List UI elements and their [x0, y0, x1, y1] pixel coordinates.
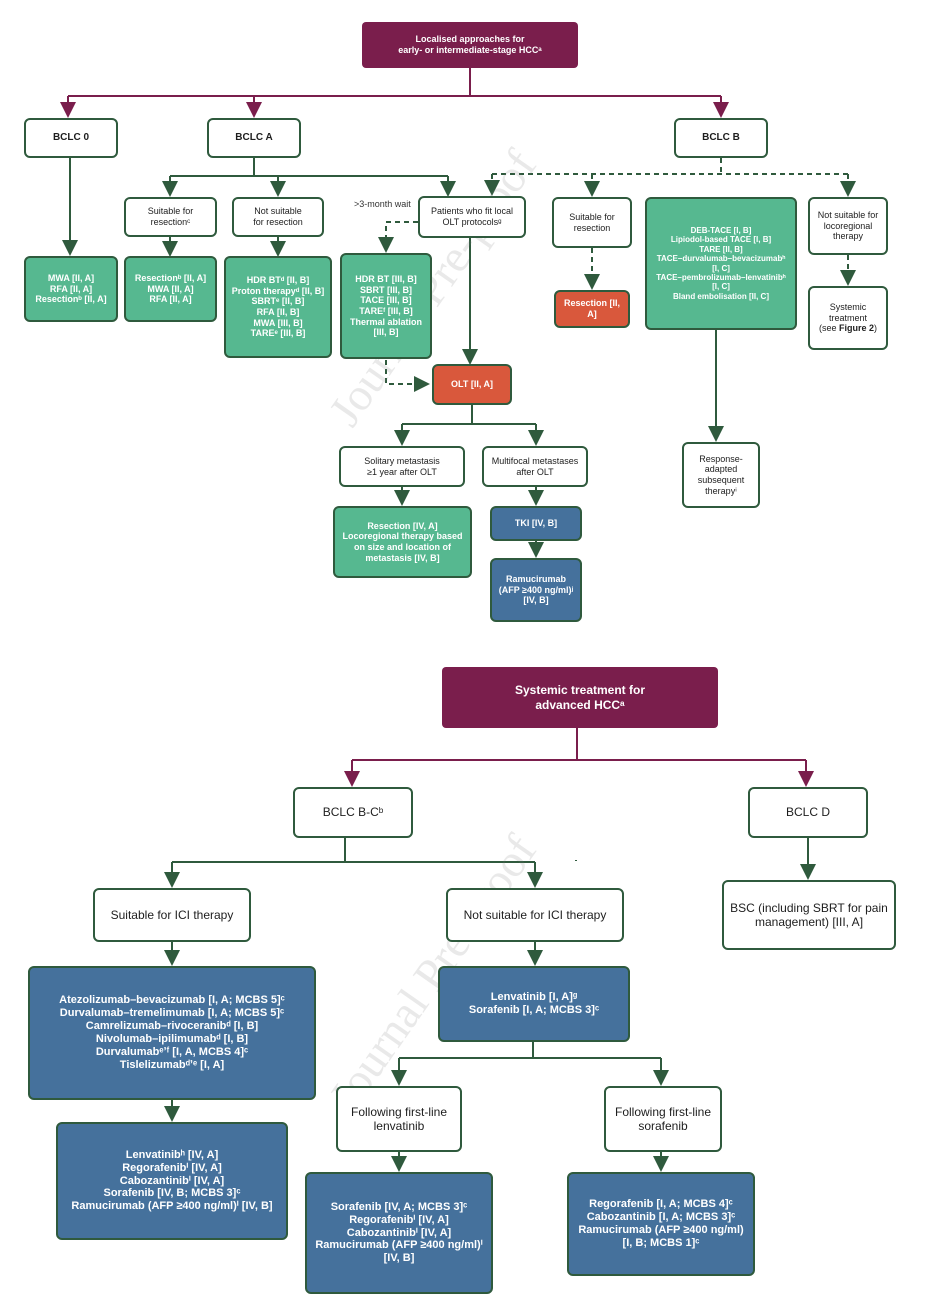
ici-suitable-node: Suitable for ICI therapy: [93, 888, 251, 942]
resection-b-node: Resection [II, A]: [554, 290, 630, 328]
ici-not-suitable-node: Not suitable for ICI therapy: [446, 888, 624, 942]
tki-node: TKI [IV, B]: [490, 506, 582, 541]
solitary-metastasis-node: Solitary metastasis≥1 year after OLT: [339, 446, 465, 487]
bclc-0-node: BCLC 0: [24, 118, 118, 158]
not-suitable-resection-a-treatments: HDR BTᵈ [II, B]Proton therapyᵈ [II, B]SB…: [224, 256, 332, 358]
suitable-resection-a-treatments: Resectionᵇ [II, A]MWA [II, A]RFA [II, A]: [124, 256, 217, 322]
bclc-a-node: BCLC A: [207, 118, 301, 158]
bridging-therapies: HDR BT [III, B]SBRT [III, B]TACE [III, B…: [340, 253, 432, 359]
bclc0-treatments: MWA [II, A]RFA [II, A]Resectionᵇ [II, A]: [24, 256, 118, 322]
bclc-d-node: BCLC D: [748, 787, 868, 838]
wait-label: >3-month wait: [354, 199, 411, 209]
figure-2-link: Figure 2: [839, 323, 875, 334]
olt-node: OLT [II, A]: [432, 364, 512, 405]
tace-options: DEB-TACE [I, B]Lipiodol-based TACE [I, B…: [645, 197, 797, 330]
ici-second-line-treatments: Lenvatinibʰ [IV, A]Regorafenibⁱ [IV, A]C…: [56, 1122, 288, 1240]
bclc-b-node: BCLC B: [674, 118, 768, 158]
ici-first-line-treatments: Atezolizumab–bevacizumab [I, A; MCBS 5]ᶜ…: [28, 966, 316, 1100]
bclc-bc-node: BCLC B-Cᵇ: [293, 787, 413, 838]
ramucirumab-node: Ramucirumab(AFP ≥400 ng/ml)ʲ[IV, B]: [490, 558, 582, 622]
solitary-metastasis-treatments: Resection [IV, A]Locoregional therapy ba…: [333, 506, 472, 578]
